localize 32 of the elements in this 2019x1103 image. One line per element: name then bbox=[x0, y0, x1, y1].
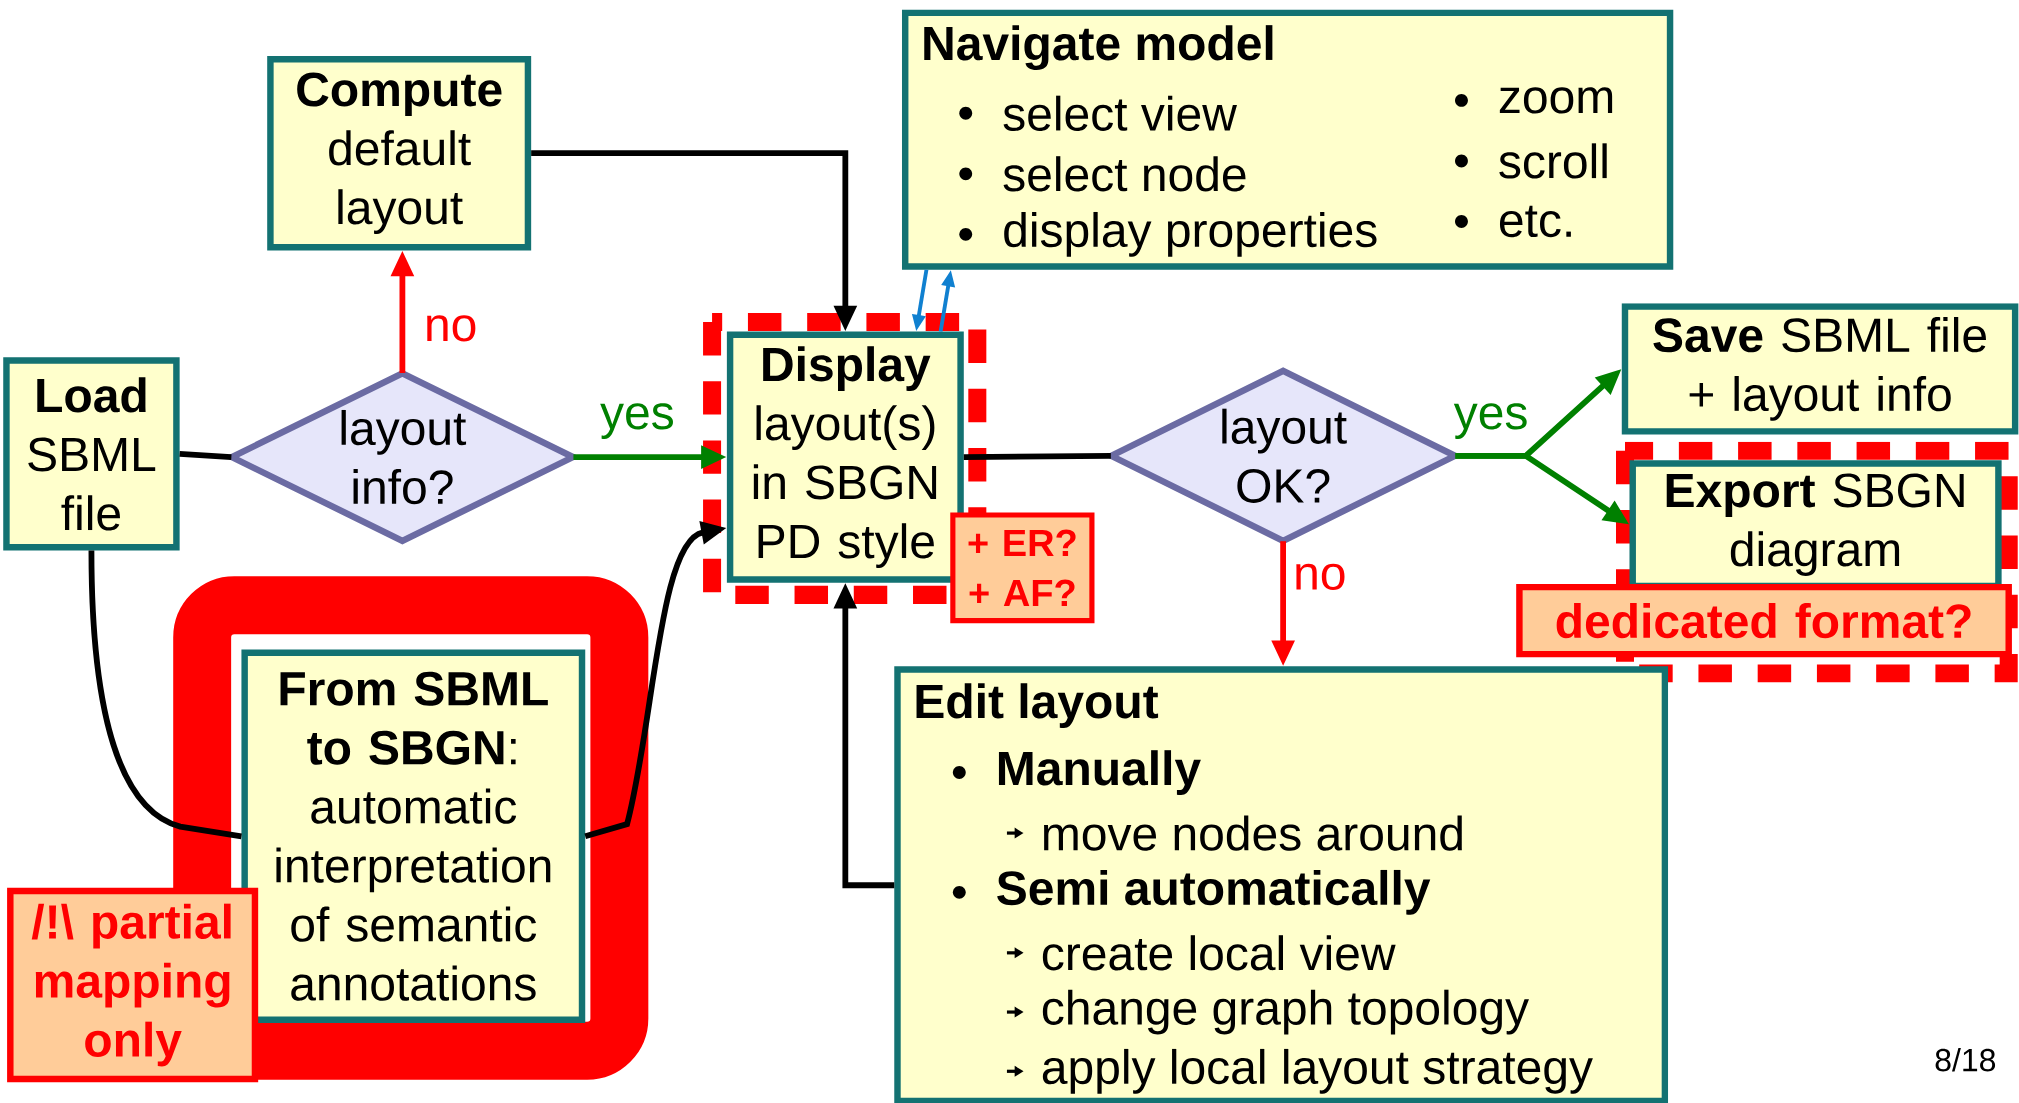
list-item: create local view bbox=[1006, 934, 1396, 971]
warning-note: + ER? + AF? bbox=[950, 512, 1095, 623]
edge-label: no bbox=[1291, 561, 1349, 592]
edge-label: yes bbox=[1451, 400, 1531, 441]
list-item: zoom bbox=[1455, 87, 1613, 114]
list-item: change graph topology bbox=[1006, 989, 1529, 1035]
info-box bbox=[894, 666, 1669, 1103]
process-box: Compute default layout bbox=[267, 55, 532, 251]
connector-line bbox=[963, 452, 1111, 460]
process-box: Display layout(s) in SBGN PD style bbox=[726, 331, 964, 583]
process-box: Save SBML file + layout info bbox=[1621, 303, 2019, 435]
list-item: etc. bbox=[1455, 205, 1571, 237]
list-item: select node bbox=[959, 155, 1246, 192]
list-item: Semi automatically bbox=[952, 869, 1431, 915]
warning-note: dedicated format? bbox=[1516, 583, 2012, 658]
list-item: scroll bbox=[1455, 143, 1607, 179]
heading: Navigate model bbox=[924, 24, 1273, 70]
connector-line bbox=[179, 450, 232, 460]
warning-note: /!\ partial mapping only bbox=[7, 887, 259, 1082]
edge-label: no bbox=[422, 312, 480, 344]
list-item: apply local layout strategy bbox=[1006, 1048, 1593, 1094]
process-box: Load SBML file bbox=[3, 357, 180, 551]
connector-line bbox=[88, 550, 242, 839]
list-item: display properties bbox=[959, 211, 1377, 257]
info-box bbox=[902, 9, 1674, 270]
process-box: From SBML to SBGN: automatic interpretation of semantic annotations bbox=[241, 649, 586, 1023]
edge-label: yes bbox=[598, 400, 677, 441]
heading: Edit layout bbox=[916, 683, 1159, 728]
list-item: move nodes around bbox=[1006, 815, 1462, 851]
page-number: 8/18 bbox=[1935, 1047, 1996, 1072]
list-item: Manually bbox=[952, 749, 1201, 795]
list-item: select view bbox=[959, 95, 1237, 131]
